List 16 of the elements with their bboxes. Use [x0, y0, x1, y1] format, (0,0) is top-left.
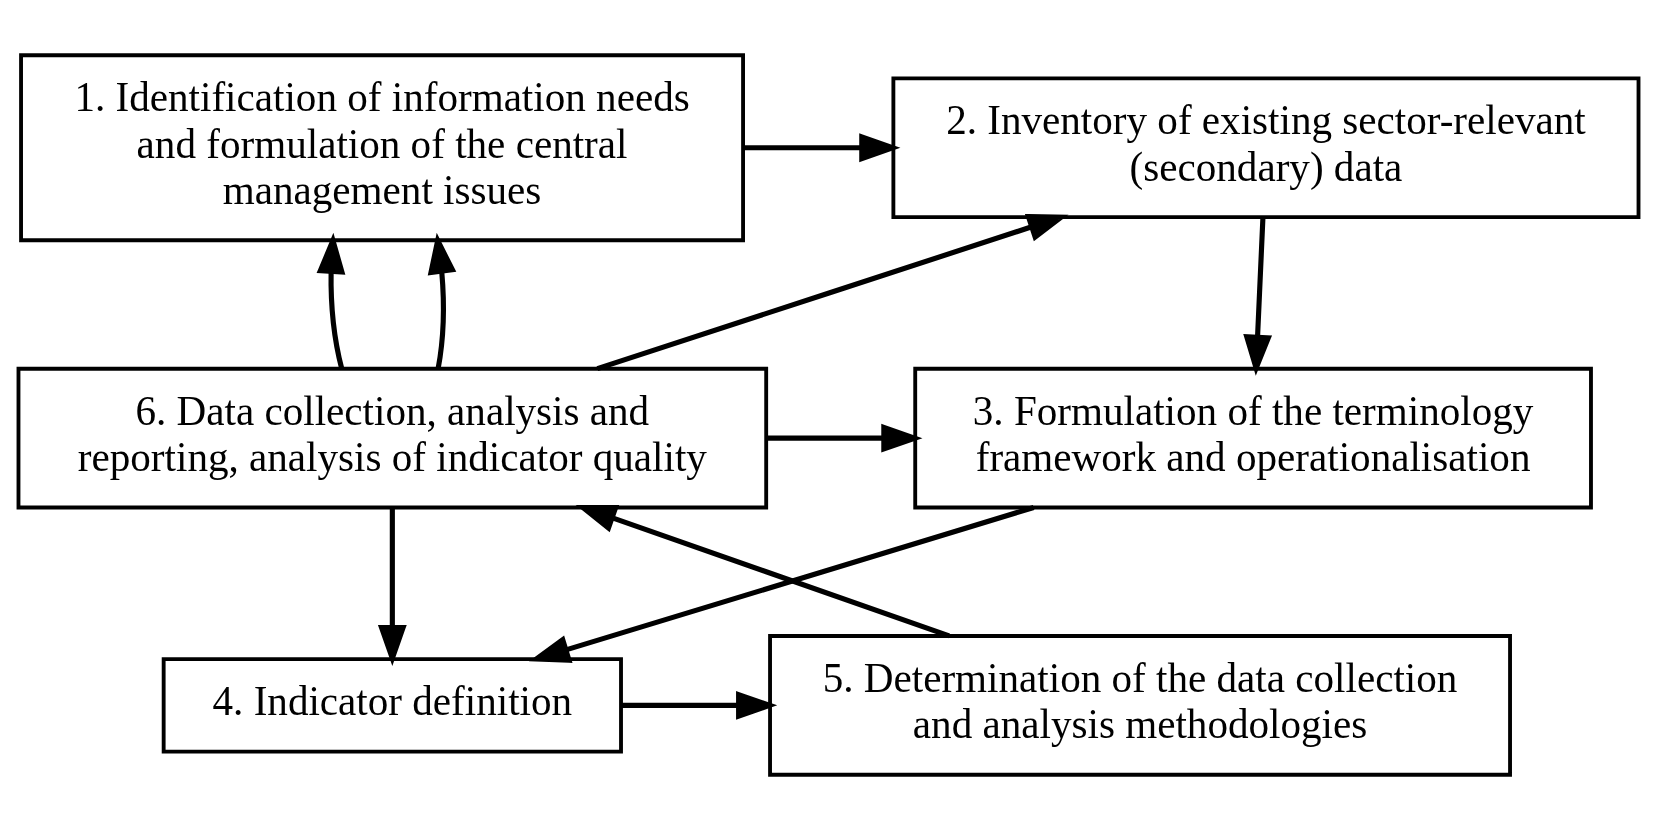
- node-box: 2. Inventory of existing sector-relevant (secondary) data: [891, 75, 1641, 219]
- node-box: 4. Indicator definition: [161, 656, 623, 754]
- arrow: [575, 504, 950, 638]
- node-box: 5. Determination of the data collection and analysis methodologies: [768, 633, 1512, 777]
- arrow: [377, 507, 407, 666]
- arrow: [1243, 216, 1273, 376]
- node-box: 3. Formulation of the terminology framework and operationalisation: [913, 366, 1593, 509]
- arrow: [621, 690, 778, 720]
- arrow: [743, 132, 901, 162]
- node-box: 1. Identification of information needs and formulation of the central management issues: [19, 52, 745, 242]
- arrow: [766, 423, 923, 453]
- node-box: 6. Data collection, analysis and reporting, analysis of indicator quality: [16, 366, 769, 509]
- arrow: [528, 504, 1035, 663]
- arrow: [316, 232, 346, 369]
- arrow: [427, 232, 457, 369]
- arrow: [596, 213, 1069, 371]
